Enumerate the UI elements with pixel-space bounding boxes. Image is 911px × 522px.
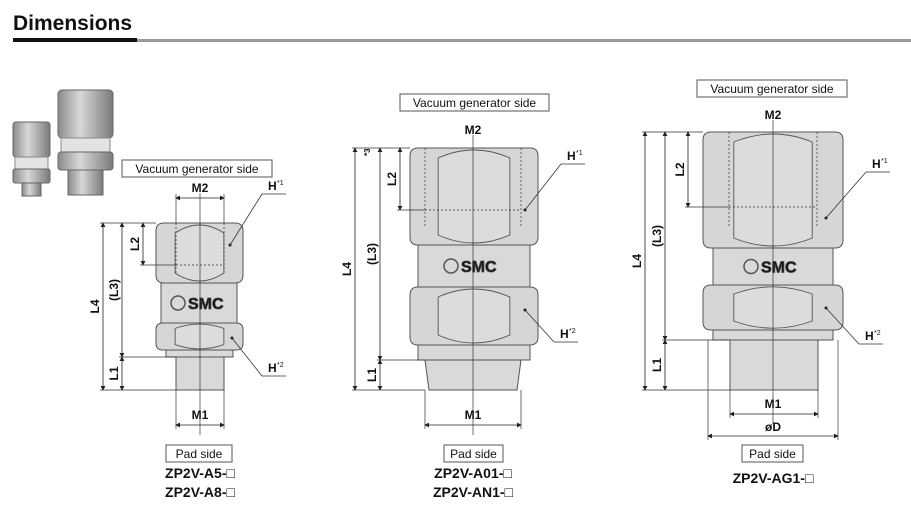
m2-label: M2 bbox=[465, 123, 482, 137]
flange bbox=[417, 344, 531, 361]
hex-face bbox=[174, 224, 225, 282]
flange bbox=[165, 349, 234, 358]
smc-logo-icon bbox=[170, 295, 186, 311]
model-number: ZP2V-A01-□ bbox=[434, 465, 512, 481]
l4-label: L4 bbox=[88, 299, 102, 313]
leader-line bbox=[825, 171, 867, 219]
leader-dot bbox=[228, 243, 232, 247]
m1-label: M1 bbox=[765, 397, 782, 411]
m2-label: M2 bbox=[765, 108, 782, 122]
leader-dot bbox=[824, 216, 828, 220]
title-underline bbox=[13, 38, 137, 42]
l4-label: L4 bbox=[340, 262, 354, 276]
l3-label: (L3) bbox=[107, 279, 121, 301]
pad-side-label: Pad side bbox=[749, 447, 796, 461]
h2-note: *2 bbox=[874, 330, 881, 337]
threaded-end bbox=[729, 339, 819, 391]
h1-label: H bbox=[268, 179, 277, 193]
l1-label: L1 bbox=[107, 366, 121, 380]
h1-note: *1 bbox=[881, 158, 888, 165]
leader-dot bbox=[523, 308, 527, 312]
model-number: ZP2V-AN1-□ bbox=[433, 484, 514, 500]
l3-note: *3 bbox=[363, 148, 372, 156]
leader-line bbox=[524, 163, 562, 211]
vacuum-side-label-box bbox=[399, 93, 550, 112]
vacuum-side-label: Vacuum generator side bbox=[135, 162, 259, 176]
h2-label: H bbox=[268, 361, 277, 375]
leader-line bbox=[524, 309, 555, 343]
model-number: ZP2V-A5-□ bbox=[165, 465, 235, 481]
smc-logo-icon bbox=[743, 258, 759, 275]
leader-line bbox=[231, 337, 263, 377]
h1-label: H bbox=[872, 157, 881, 171]
hex-face bbox=[437, 288, 511, 344]
fitting-drawing-1: Vacuum generator sideSMCM2M1L4(L3)L1L2H*… bbox=[88, 159, 286, 500]
vacuum-side-label: Vacuum generator side bbox=[710, 82, 834, 96]
small-fitting-photo bbox=[12, 121, 51, 197]
hex-face bbox=[437, 149, 511, 244]
leader-line bbox=[229, 193, 263, 246]
pad-side-label: Pad side bbox=[176, 447, 223, 461]
leader-dot bbox=[230, 336, 234, 340]
l2-label: L2 bbox=[128, 237, 142, 251]
vacuum-side-label: Vacuum generator side bbox=[413, 96, 537, 110]
pad-side-label-box bbox=[165, 444, 233, 463]
h2-label: H bbox=[865, 329, 874, 343]
l1-label: L1 bbox=[365, 368, 379, 382]
l2-label: L2 bbox=[385, 172, 399, 186]
smc-logo: SMC bbox=[761, 260, 797, 277]
h1-label: H bbox=[567, 149, 576, 163]
vacuum-side-label-box bbox=[121, 159, 273, 178]
leader-dot bbox=[824, 306, 828, 310]
h1-note: *1 bbox=[576, 150, 583, 157]
product-photo bbox=[12, 89, 114, 197]
vacuum-side-label-box bbox=[696, 79, 848, 98]
model-number: ZP2V-AG1-□ bbox=[733, 470, 814, 486]
leader-line bbox=[825, 307, 860, 345]
smc-logo: SMC bbox=[461, 259, 497, 276]
h2-note: *2 bbox=[569, 328, 576, 335]
leader-dot bbox=[523, 208, 527, 212]
pad-side-label: Pad side bbox=[450, 447, 497, 461]
body-band bbox=[417, 244, 531, 288]
l3-label: (L3) bbox=[650, 225, 664, 247]
hex-face bbox=[174, 323, 225, 350]
m2-label: M2 bbox=[192, 181, 209, 195]
model-number: ZP2V-A8-□ bbox=[165, 484, 235, 500]
large-fitting-photo bbox=[57, 89, 114, 196]
smc-logo: SMC bbox=[188, 296, 224, 313]
section-title: Dimensions bbox=[13, 12, 133, 35]
pad-side-label-box bbox=[443, 444, 504, 463]
h2-label: H bbox=[560, 327, 569, 341]
od-label: øD bbox=[765, 420, 781, 434]
l3-label: (L3) bbox=[365, 243, 379, 265]
l2-label: L2 bbox=[673, 162, 687, 176]
smc-logo-icon bbox=[443, 258, 459, 274]
pad-side-label-box bbox=[741, 444, 804, 463]
m1-label: M1 bbox=[465, 408, 482, 422]
l4-label: L4 bbox=[630, 254, 644, 268]
l1-label: L1 bbox=[650, 358, 664, 372]
title-rule bbox=[137, 39, 911, 42]
h1-note: *1 bbox=[277, 180, 284, 187]
h2-note: *2 bbox=[277, 362, 284, 369]
m1-label: M1 bbox=[192, 408, 209, 422]
